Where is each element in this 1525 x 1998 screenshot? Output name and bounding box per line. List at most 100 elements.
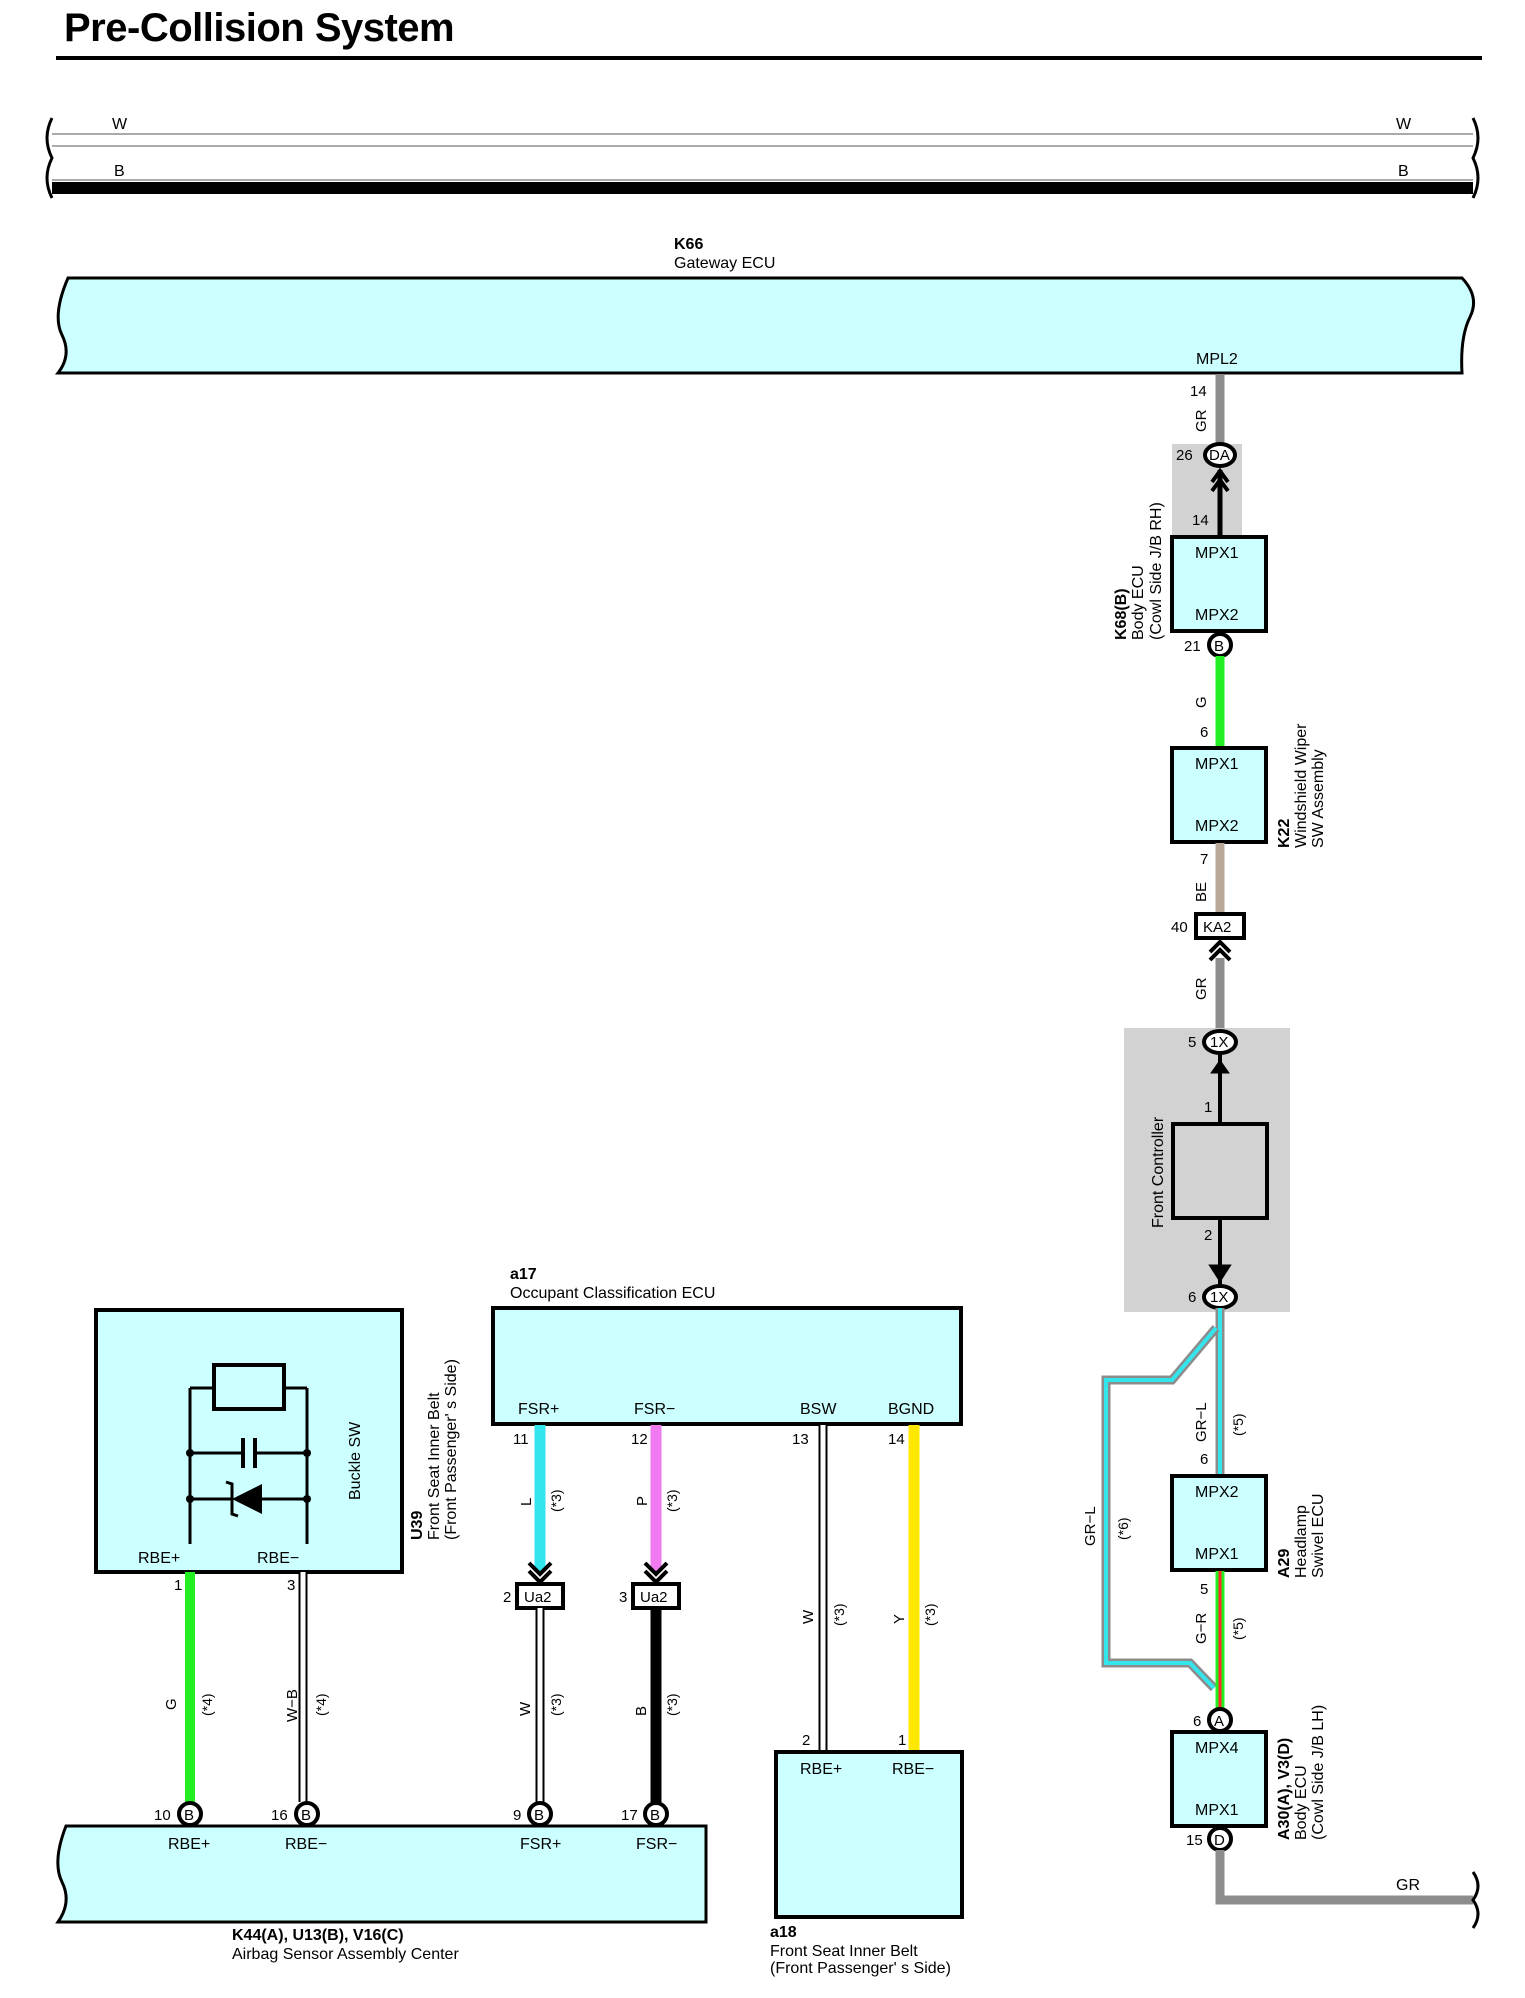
a30-pin-out-connector: D 15 <box>1186 1826 1233 1852</box>
a17-terminal-2: FSR− <box>634 1401 675 1418</box>
k44-body <box>55 1824 708 1924</box>
wire-label-gr-mid: GR <box>1193 977 1210 1000</box>
a17-terminal-4: BGND <box>888 1401 934 1418</box>
wire-label-gr-bottom: GR <box>1396 1877 1420 1894</box>
front-controller-arrow-down <box>1208 1264 1232 1283</box>
k44-pin1: 10 <box>154 1807 171 1824</box>
k44-pin2: 16 <box>271 1807 288 1824</box>
a30-pin-out-conn: D <box>1214 1832 1225 1849</box>
wire-note-a17-y: (*3) <box>922 1603 938 1626</box>
wire-label-a17-p: P <box>634 1496 651 1506</box>
a17-pin1: 11 <box>513 1431 529 1448</box>
a17-pin4: 14 <box>888 1431 905 1448</box>
a18-name1: Front Seat Inner Belt <box>770 1943 918 1960</box>
connector-1x-top-pin: 5 <box>1188 1034 1196 1051</box>
k22-mpx2: MPX2 <box>1195 818 1239 835</box>
connector-ua2-b-box <box>631 1582 681 1610</box>
buckle-switch-circuit <box>186 1363 311 1544</box>
wire-label-be: BE <box>1193 882 1210 902</box>
connector-ka2-arrow <box>1208 939 1232 962</box>
k22-code: K22 <box>1276 819 1293 848</box>
a17-name: Occupant Classification ECU <box>510 1285 715 1302</box>
connector-ua2-a: Ua2 2 <box>503 1582 565 1610</box>
connector-ka2-label: KA2 <box>1203 919 1231 936</box>
k66-terminal: MPL2 <box>1196 351 1238 368</box>
k68b-mpx1: MPX1 <box>1195 545 1239 562</box>
k44-conn-2-label: B <box>301 1807 311 1824</box>
wire-label-g: G <box>1193 696 1210 708</box>
wire-note-5: (*5) <box>1230 1413 1246 1436</box>
k22-mpx1: MPX1 <box>1195 756 1239 773</box>
wire-note-6: (*6) <box>1115 1517 1131 1540</box>
k44-name: Airbag Sensor Assembly Center <box>232 1946 459 1963</box>
k66-name: Gateway ECU <box>674 255 775 272</box>
a29-name1: Headlamp <box>1293 1505 1310 1578</box>
bus-label-b-left: B <box>114 163 125 180</box>
a30-box <box>1170 1730 1268 1828</box>
wire-label-u39-wb: W−B <box>284 1689 301 1722</box>
wire-gr-bottom <box>1215 1850 1473 1905</box>
a18-code: a18 <box>770 1924 797 1941</box>
k22-pin-in: 6 <box>1200 724 1208 741</box>
front-controller-arrow-up <box>1210 1059 1230 1074</box>
wire-label-gr-top: GR <box>1193 409 1210 432</box>
a30-pin-in-conn: A <box>1214 1713 1224 1730</box>
u39-switch-label: Buckle SW <box>347 1421 364 1500</box>
k44-conn-4-label: B <box>650 1807 660 1824</box>
k44-airbag-sensor-assembly: RBE+ RBE− FSR+ FSR− K44(A), U13(B), V16(… <box>55 1824 708 1963</box>
k22-windshield-wiper-sw: MPX1 MPX2 K22 Windshield Wiper SW Assemb… <box>1170 723 1327 848</box>
k68b-mpx2: MPX2 <box>1195 607 1239 624</box>
a17-terminal-1: FSR+ <box>518 1401 559 1418</box>
k44-code: K44(A), U13(B), V16(C) <box>232 1927 404 1944</box>
connector-ka2-box <box>1194 912 1246 940</box>
k66-body <box>54 276 1476 375</box>
a30-pin-in-connector: A 6 <box>1193 1707 1233 1733</box>
connector-1x-bottom-label: 1X <box>1210 1289 1228 1306</box>
a29-code: A29 <box>1276 1549 1293 1578</box>
connector-da-label: DA <box>1209 447 1230 464</box>
wire-note-5b: (*5) <box>1230 1617 1246 1640</box>
a17-box <box>491 1306 963 1426</box>
u39-terminal-1: RBE+ <box>138 1550 180 1567</box>
a29-name2: Swivel ECU <box>1310 1494 1327 1578</box>
u39-pin1: 1 <box>174 1577 182 1594</box>
a29-pin-in: 6 <box>1200 1451 1208 1468</box>
k68b-pin-out-connector: B 21 <box>1184 632 1233 658</box>
a18-front-seat-inner-belt: 2 1 RBE+ RBE− a18 Front Seat Inner Belt … <box>770 1732 964 1977</box>
front-controller-name: Front Controller <box>1150 1116 1167 1228</box>
bus-label-w-left: W <box>112 116 128 133</box>
connector-1x-top-label: 1X <box>1210 1034 1228 1051</box>
wire-note-a17-w: (*3) <box>831 1603 847 1626</box>
k44-terminal-4: FSR− <box>636 1836 677 1853</box>
k44-terminal-1: RBE+ <box>168 1836 210 1853</box>
wire-label-ua2-w: W <box>517 1701 534 1716</box>
k44-connectors: B 10 B 16 B 9 B 17 <box>154 1801 669 1827</box>
a18-pin2: 1 <box>898 1732 906 1749</box>
bus-right-break <box>1471 117 1480 199</box>
connector-ua2-b-label: Ua2 <box>640 1589 668 1606</box>
a30-pin-in: 6 <box>1193 1713 1201 1730</box>
bus-left-break <box>45 117 54 199</box>
a30-pin-out: 15 <box>1186 1832 1203 1849</box>
k44-terminal-2: RBE− <box>285 1836 327 1853</box>
bus-label-w-right: W <box>1396 116 1412 133</box>
a30-mpx4: MPX4 <box>1195 1740 1239 1757</box>
wire-gr-l-side-inner <box>1104 1326 1218 1690</box>
connector-da: DA 26 <box>1176 442 1237 493</box>
k68b-name1: Body ECU <box>1130 565 1147 640</box>
k22-pin-out: 7 <box>1200 851 1208 868</box>
a18-box <box>774 1750 964 1919</box>
connector-1x-bottom-pin: 6 <box>1188 1289 1196 1306</box>
wire-label-gr-l-side: GR−L <box>1082 1506 1099 1546</box>
buckle-node-1 <box>186 1449 194 1457</box>
u39-pin2: 3 <box>287 1577 295 1594</box>
a18-name2: (Front Passenger' s Side) <box>770 1960 951 1977</box>
a30-name2: (Cowl Side J/B LH) <box>1310 1705 1327 1840</box>
k44-conn-1-label: B <box>184 1807 194 1824</box>
wire-label-g-r: G−R <box>1193 1613 1210 1644</box>
a29-mpx2: MPX2 <box>1195 1484 1239 1501</box>
k44-terminal-3: FSR+ <box>520 1836 561 1853</box>
wire-label-a17-w: W <box>800 1609 817 1624</box>
